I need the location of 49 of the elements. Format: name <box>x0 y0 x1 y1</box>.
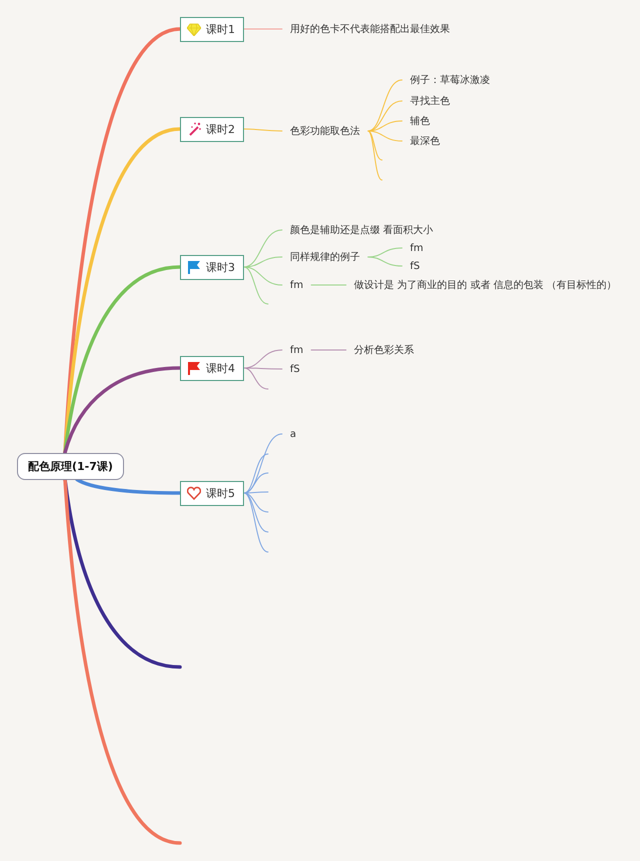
connector-line <box>244 492 268 552</box>
connector-line <box>244 28 282 30</box>
connector-line <box>368 256 402 266</box>
connector-line <box>244 230 282 268</box>
subtopic-text: 最深色 <box>402 133 448 149</box>
subtopic-text: fS <box>402 260 428 272</box>
connector-line <box>368 130 402 142</box>
connector-line <box>368 80 402 132</box>
subtopic-text: fm <box>282 278 312 292</box>
subtopic-text: 同样规律的例子 <box>282 249 368 265</box>
subtopic-text: 用好的色卡不代表能搭配出最佳效果 <box>282 21 458 37</box>
topic-box <box>180 16 244 42</box>
topic-box <box>180 254 244 280</box>
topic-label: 课时4 <box>206 360 235 376</box>
branch-line <box>63 478 182 845</box>
connector-line <box>368 130 382 180</box>
connector-line <box>244 266 268 304</box>
subtopic-text: 色彩功能取色法 <box>282 123 368 139</box>
connector-line <box>244 368 282 370</box>
connector-line <box>244 368 268 390</box>
connector-line <box>368 130 382 160</box>
branch-line <box>63 366 182 454</box>
subtopic-text: 做设计是 为了商业的目的 或者 信息的包装 （有目标性的） <box>346 277 625 293</box>
connector-line <box>244 472 268 494</box>
topic-label: 课时5 <box>206 486 235 500</box>
branch-line <box>75 478 182 495</box>
subtopic-text: a <box>282 428 304 440</box>
connector-line <box>244 128 282 132</box>
subtopic-text: 分析色彩关系 <box>346 342 422 358</box>
connector-line <box>244 454 268 494</box>
topic-box <box>180 116 244 142</box>
connector-line <box>368 100 402 132</box>
subtopic-text: 寻找主色 <box>402 93 458 109</box>
subtopic-text: 辅色 <box>402 113 438 129</box>
connector-line <box>244 492 268 532</box>
subtopic-text: 颜色是辅助还是点缀 看面积大小 <box>282 222 442 238</box>
topic-label: 课时3 <box>206 260 235 274</box>
root-topic-box: 配色原理(1-7课) <box>17 452 124 480</box>
connector-line <box>310 284 346 286</box>
subtopic-text: fS <box>282 362 308 376</box>
connector-line <box>244 266 282 286</box>
topic-label: 课时2 <box>206 122 235 136</box>
topic-box <box>180 356 244 380</box>
connector-line <box>244 492 268 512</box>
topic-box <box>180 480 244 506</box>
subtopic-text: 例子：草莓冰激凌 <box>402 72 498 88</box>
subtopic-text: fm <box>402 242 432 254</box>
subtopic-text: fm <box>282 344 312 356</box>
topic-label: 课时1 <box>206 22 235 36</box>
